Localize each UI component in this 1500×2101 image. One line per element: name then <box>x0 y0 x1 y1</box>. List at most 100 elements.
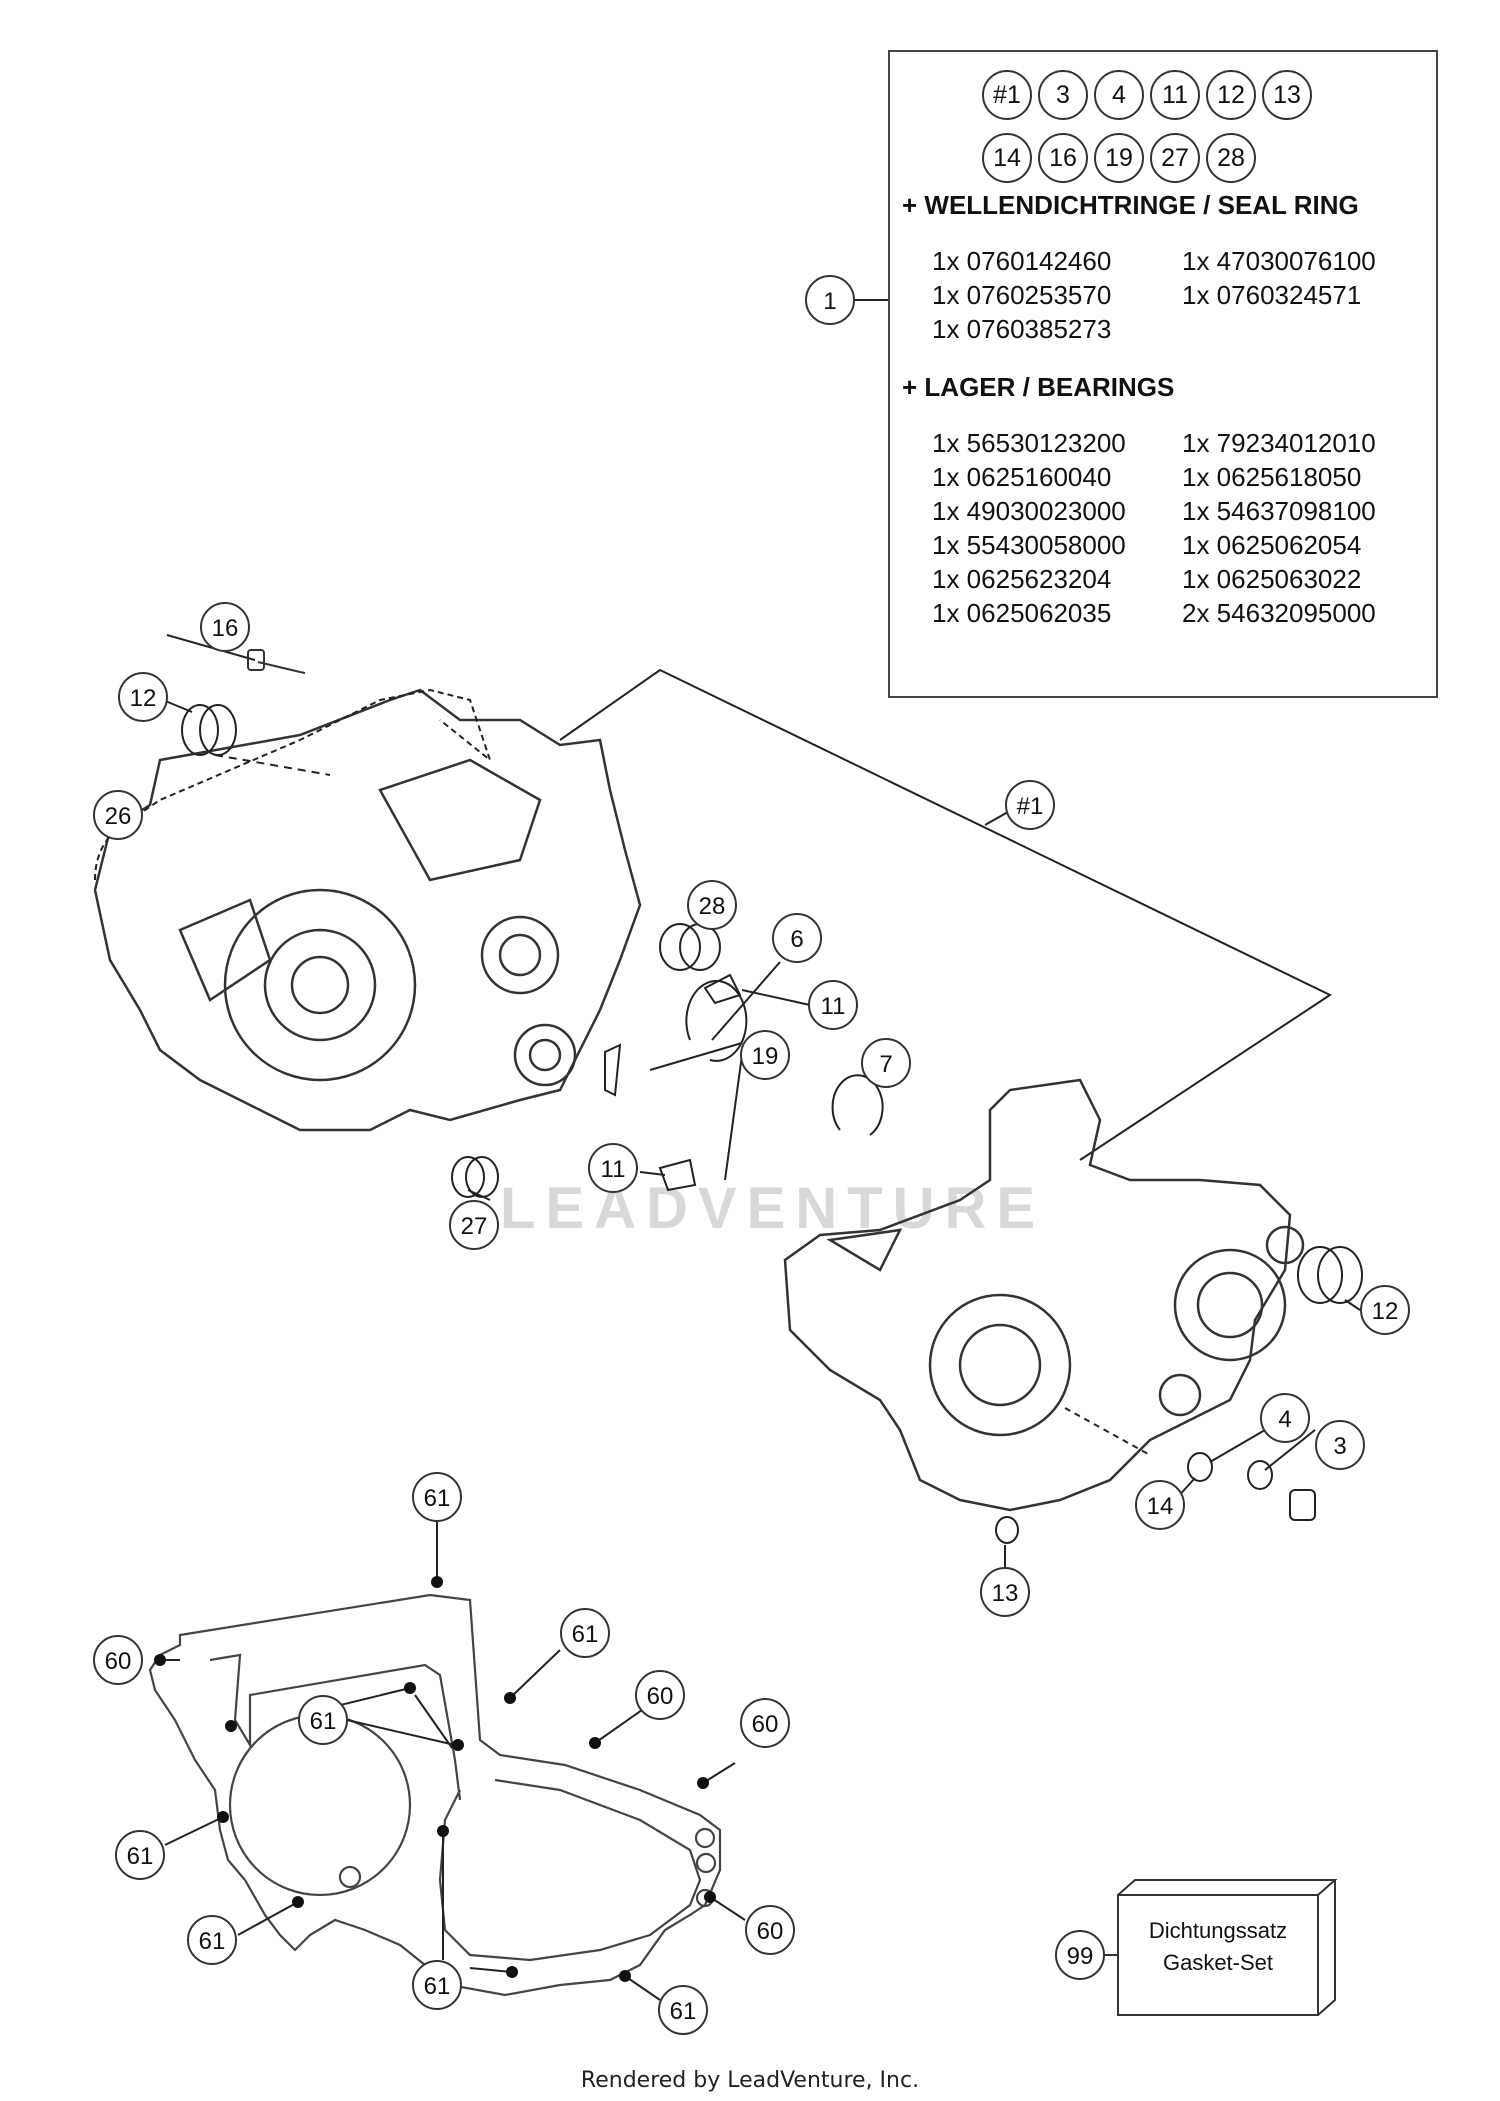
callout-14: 14 <box>1147 1493 1174 1520</box>
callout-circle <box>412 1960 462 2010</box>
seal-ring-item: 1x 0760385273 <box>932 314 1112 344</box>
callout-6: 6 <box>790 926 803 953</box>
callout-60: 60 <box>105 1648 132 1675</box>
kit-part-number-circle: 28 <box>1206 133 1256 183</box>
callout-circle <box>740 1698 790 1748</box>
callout-27: 27 <box>461 1213 488 1240</box>
callout-4: 4 <box>1278 1406 1291 1433</box>
callout-60: 60 <box>647 1683 674 1710</box>
callout-circle <box>298 1695 348 1745</box>
snap-ring-6 <box>685 979 748 1062</box>
callout-circle <box>449 1200 499 1250</box>
callout-circle <box>200 602 250 652</box>
bearing-item: 1x 54637098100 <box>1182 496 1376 526</box>
callout-circle <box>1135 1480 1185 1530</box>
callout-1: 1 <box>823 288 836 315</box>
callout-circle <box>1005 780 1055 830</box>
callout-assembly-1: #1 <box>1017 793 1044 820</box>
callout-circle <box>745 1905 795 1955</box>
callout-circle <box>115 1830 165 1880</box>
callout-61: 61 <box>670 1998 697 2025</box>
kit-part-number-circle: 27 <box>1150 133 1200 183</box>
bearing-item: 1x 0625062054 <box>1182 530 1362 560</box>
snap-ring-7 <box>831 1074 884 1136</box>
kit-part-number-circle: 3 <box>1038 70 1088 120</box>
retainer-plate-11-upper <box>703 973 742 1005</box>
callout-circle <box>1055 1930 1105 1980</box>
callout-circle <box>118 672 168 722</box>
seal-ring-list: 1x 0760142460 1x 47030076100 1x 0760253570… <box>932 244 1432 346</box>
callout-13: 13 <box>992 1580 1019 1607</box>
crankcase-gasket <box>148 1593 722 1997</box>
dowel-13 <box>995 1516 1019 1544</box>
seal-ring-item: 1x 0760324571 <box>1182 280 1362 310</box>
callout-61: 61 <box>310 1708 337 1735</box>
callout-12: 12 <box>130 685 157 712</box>
left-crankcase-half <box>93 688 642 1132</box>
callout-circle <box>808 980 858 1030</box>
callout-circle <box>772 913 822 963</box>
kit-part-number-circle: 12 <box>1206 70 1256 120</box>
callout-61: 61 <box>199 1928 226 1955</box>
callout-circle <box>93 790 143 840</box>
callout-circle <box>93 1635 143 1685</box>
callout-circle <box>187 1915 237 1965</box>
bearing-item: 1x 56530123200 <box>932 428 1126 458</box>
retainer-plate-11-lower <box>604 1043 697 1192</box>
gasket-set-box <box>1105 1879 1338 2016</box>
bearing-item: 1x 0625618050 <box>1182 462 1362 492</box>
callout-99: 99 <box>1067 1943 1094 1970</box>
callout-circle <box>805 275 855 325</box>
callout-12: 12 <box>1372 1298 1399 1325</box>
callout-3: 3 <box>1333 1433 1346 1460</box>
callout-circle <box>412 1472 462 1522</box>
callout-circle <box>588 1143 638 1193</box>
bearing-item: 1x 55430058000 <box>932 530 1126 560</box>
bush-28 <box>659 923 721 971</box>
gasket-set-line-en: Gasket-Set <box>1162 1950 1274 1975</box>
seal-ring-item: 1x 0760142460 <box>932 246 1112 276</box>
callout-60: 60 <box>757 1918 784 1945</box>
callout-19: 19 <box>752 1043 779 1070</box>
callout-16: 16 <box>212 615 239 642</box>
seal-ring-item: 1x 0760253570 <box>932 280 1112 310</box>
assembly-bracket-line <box>559 668 1333 1161</box>
kit-part-number-circle: 14 <box>982 133 1032 183</box>
callout-circle <box>740 1030 790 1080</box>
callout-61: 61 <box>127 1843 154 1870</box>
seal-ring-heading: + WELLENDICHTRINGE / SEAL RING <box>902 190 1359 220</box>
footer-credit: Rendered by LeadVenture, Inc. <box>580 2068 920 2093</box>
callout-61: 61 <box>424 1973 451 2000</box>
kit-part-number-circle: #1 <box>982 70 1032 120</box>
watermark-text: LEADVENTURE <box>500 1176 1046 1241</box>
callout-circle <box>980 1567 1030 1617</box>
gasket-bolt-dots <box>154 1576 716 1982</box>
right-crankcase-half <box>783 1078 1305 1512</box>
callout-61: 61 <box>572 1621 599 1648</box>
callout-60: 60 <box>752 1711 779 1738</box>
bearing-item: 2x 54632095000 <box>1182 598 1376 628</box>
plug-14 <box>1187 1452 1213 1482</box>
bearing-item: 1x 0625160040 <box>932 462 1112 492</box>
callout-26: 26 <box>105 803 132 830</box>
callout-7: 7 <box>879 1051 892 1078</box>
bearing-item: 1x 49030023000 <box>932 496 1126 526</box>
dowel-27 <box>451 1156 499 1198</box>
callout-circle <box>1315 1420 1365 1470</box>
callout-circle <box>658 1985 708 2035</box>
callout-circle <box>635 1670 685 1720</box>
seal-ring-item: 1x 47030076100 <box>1182 246 1376 276</box>
washer-4 <box>1247 1460 1273 1490</box>
callout-11: 11 <box>601 1156 626 1183</box>
kit-part-number-circle: 16 <box>1038 133 1088 183</box>
bolt-16 <box>247 649 306 674</box>
callout-28: 28 <box>699 893 726 920</box>
callout-11: 11 <box>821 993 846 1020</box>
bearing-item: 1x 0625062035 <box>932 598 1112 628</box>
